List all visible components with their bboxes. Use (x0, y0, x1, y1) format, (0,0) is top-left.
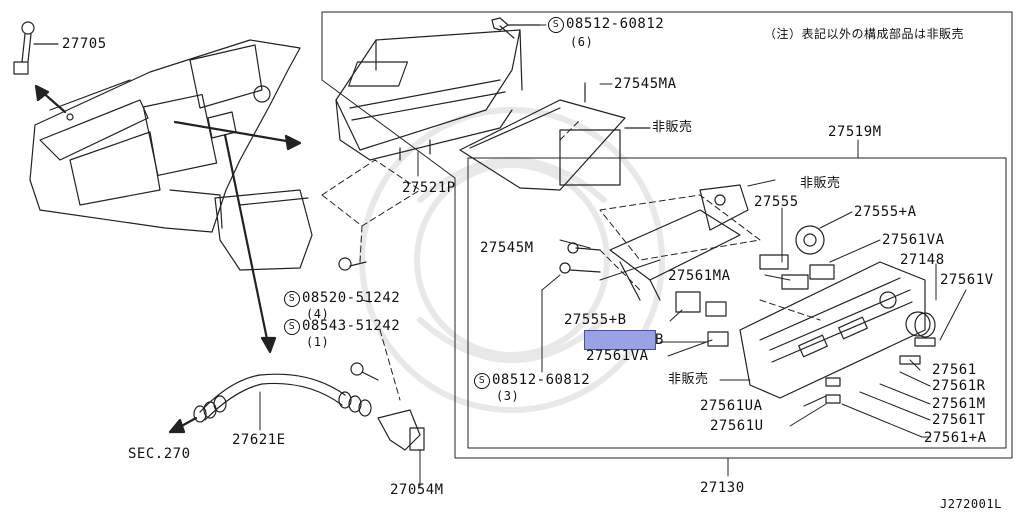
part-27521P: 27521P (402, 180, 456, 196)
part-27545M: 27545M (480, 240, 534, 256)
part-27148: 27148 (900, 252, 945, 268)
part-27561MA: 27561MA (668, 268, 731, 284)
dashed-guides (321, 119, 821, 401)
not-sold-3: 非販売 (668, 372, 709, 387)
control-panel-drawing (739, 261, 936, 404)
part-27561UA: 27561UA (700, 398, 763, 414)
part-27561T: 27561T (932, 412, 986, 428)
qty-4: (4) (306, 307, 330, 321)
pointer-arrows (34, 84, 302, 434)
part-27519M: 27519M (828, 124, 882, 140)
part-27621E: 27621E (232, 432, 286, 448)
part-27545MA: 27545MA (614, 76, 677, 92)
part-B: B (655, 332, 664, 348)
part-27561R: 27561R (932, 378, 986, 394)
not-sold-1: 非販売 (652, 120, 693, 135)
harness-drawing (193, 373, 425, 451)
assembly-frames (321, 11, 1013, 477)
part-27555A: 27555+A (854, 204, 917, 220)
display-unit-drawing (335, 29, 523, 161)
part-27561V: 27561V (940, 272, 994, 288)
not-sold-2: 非販売 (800, 176, 841, 191)
section-ref-270[interactable]: SEC.270 (128, 446, 191, 462)
s-mark-icon: S (284, 319, 300, 335)
qty-6: (6) (570, 35, 594, 49)
s-mark-icon: S (548, 17, 564, 33)
part-27561A: 27561+A (924, 430, 987, 446)
sensor-27705-drawing (13, 21, 59, 75)
leader-lines (259, 24, 967, 487)
switch-lever-drawing (609, 184, 835, 347)
qty-1: (1) (306, 335, 330, 349)
s-mark-icon: S (474, 373, 490, 389)
part-27561U: 27561U (710, 418, 764, 434)
part-27561VA-low: 27561VA (586, 348, 649, 364)
part-27705: 27705 (62, 36, 107, 52)
part-27054M: 27054M (390, 482, 444, 498)
s-mark-icon: S (284, 291, 300, 307)
part-27555B: 27555+B (564, 312, 627, 328)
qty-3: (3) (496, 389, 520, 403)
highlight-box[interactable] (584, 330, 656, 350)
figure-code: J272001L (940, 497, 1002, 511)
pcb-drawing (459, 82, 651, 191)
screws-drawing (338, 17, 601, 381)
note-text: （注）表記以外の構成部品は非販売 (764, 27, 965, 41)
dashboard-drawing (29, 39, 313, 271)
part-27555: 27555 (754, 194, 799, 210)
part-27561: 27561 (932, 362, 977, 378)
part-27561VA-top: 27561VA (882, 232, 945, 248)
part-27130: 27130 (700, 480, 745, 496)
watermark-emblem (359, 107, 665, 413)
part-27561M: 27561M (932, 396, 986, 412)
